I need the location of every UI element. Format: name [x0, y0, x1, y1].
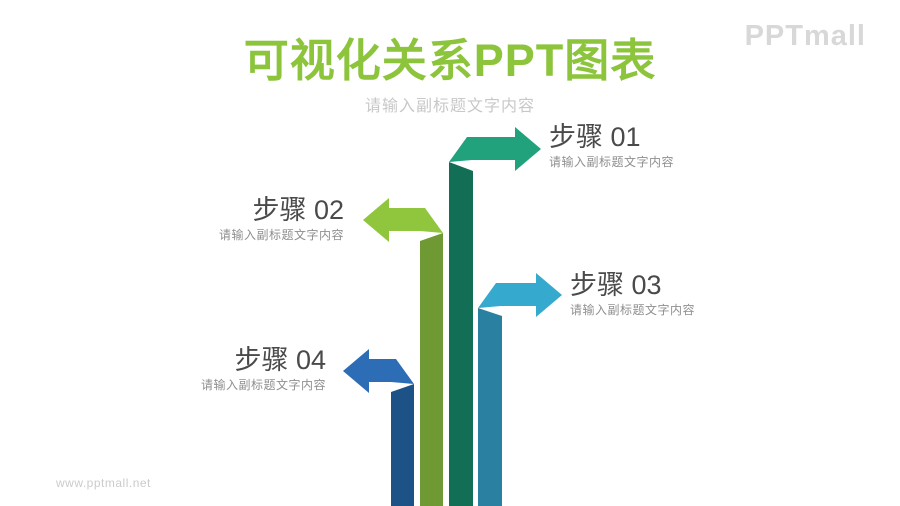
page-title: 可视化关系PPT图表	[243, 35, 657, 86]
step2-ribbon	[420, 233, 443, 506]
step2-description: 请输入副标题文字内容	[218, 228, 344, 242]
step3-description: 请输入副标题文字内容	[570, 303, 696, 317]
step3-label: 步骤 03	[570, 270, 662, 300]
step4-ribbon	[391, 384, 414, 506]
step4-arrow	[343, 349, 414, 393]
step1-text-block: 步骤 01 请输入副标题文字内容	[549, 122, 674, 169]
step3-text-block: 步骤 03 请输入副标题文字内容	[570, 270, 695, 317]
step3-arrow-group	[478, 273, 562, 506]
step2-label: 步骤 02	[252, 195, 344, 225]
step4-description: 请输入副标题文字内容	[200, 378, 326, 392]
step4-text-block: 步骤 04 请输入副标题文字内容	[201, 345, 326, 392]
header: 可视化关系PPT图表 请输入副标题文字内容	[0, 34, 900, 116]
step1-description: 请输入副标题文字内容	[549, 155, 675, 169]
step3-ribbon	[478, 308, 502, 506]
watermark-url: www.pptmall.net	[56, 476, 151, 490]
step3-arrow	[478, 273, 562, 317]
page-subtitle: 请输入副标题文字内容	[364, 98, 535, 115]
step4-label: 步骤 04	[234, 345, 326, 375]
step4-arrow-group	[343, 349, 414, 506]
step1-ribbon	[449, 162, 473, 506]
step1-arrow	[449, 127, 541, 171]
step2-arrow-group	[363, 198, 443, 506]
step1-label: 步骤 01	[549, 122, 641, 152]
step2-arrow	[363, 198, 443, 242]
pptmall-logo: PPTmall	[744, 20, 866, 52]
step2-text-block: 步骤 02 请输入副标题文字内容	[219, 195, 344, 242]
step1-arrow-group	[449, 127, 541, 506]
